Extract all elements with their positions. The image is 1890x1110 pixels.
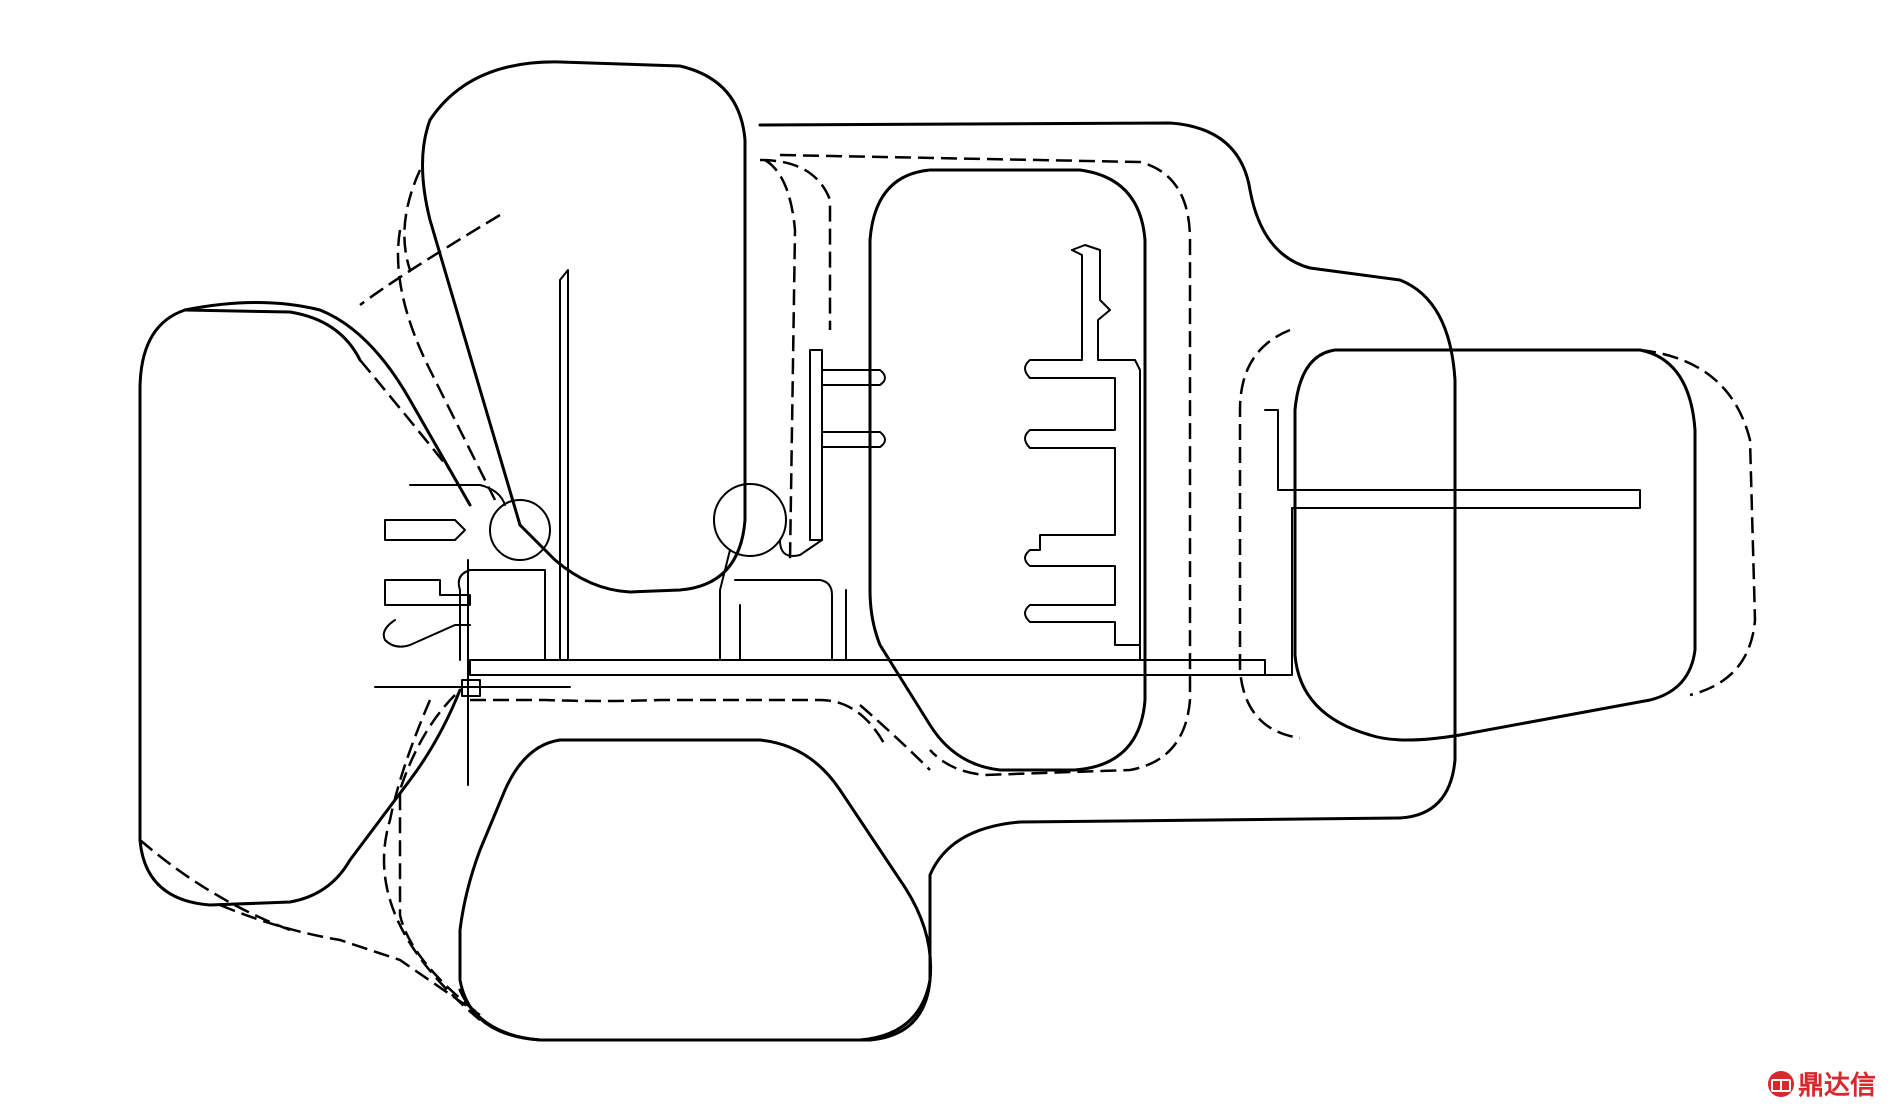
internal-profile xyxy=(374,244,1641,786)
dingdaxin-logo-icon xyxy=(1767,1070,1794,1097)
offset-contours-dashed xyxy=(139,153,1757,1021)
watermark: 鼎达信 xyxy=(1767,1065,1876,1102)
watermark-text: 鼎达信 xyxy=(1797,1071,1876,1101)
outer-boundary-solid xyxy=(138,60,1697,1042)
